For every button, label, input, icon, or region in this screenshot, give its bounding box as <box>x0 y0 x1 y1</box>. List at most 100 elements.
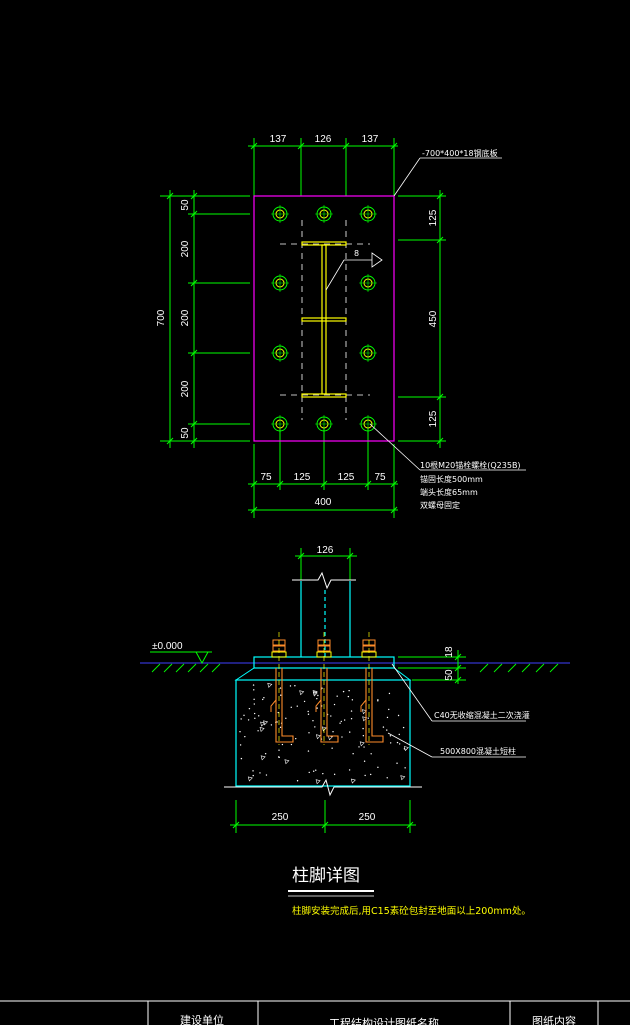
hatch-dot <box>316 707 318 709</box>
column-elevation <box>300 581 351 657</box>
elevation-marker <box>150 651 212 665</box>
hatch-dot <box>278 749 280 751</box>
anchor-rod <box>360 632 384 745</box>
hatch-dot <box>330 715 332 717</box>
anchor-bolt <box>271 274 289 292</box>
anchor-hook <box>275 668 294 743</box>
plan-view: 137 126 137 50 200 200 200 50 700 <box>156 134 526 518</box>
aggregate-mark <box>267 682 273 688</box>
plan-right-dimensions <box>398 190 446 448</box>
hatch-dot <box>252 684 255 686</box>
anchor-bolt <box>315 205 333 223</box>
plan-right-dim-3: 125 <box>428 410 439 427</box>
aggregate-mark <box>260 755 266 761</box>
callout-concrete: C40无收缩混凝土二次浇灌 <box>434 710 530 720</box>
aggregate-mark <box>315 734 321 740</box>
plate-label-leader <box>393 157 502 197</box>
hatch-dot <box>303 700 306 703</box>
hatch-dot <box>253 689 255 691</box>
aggregate-mark <box>361 709 367 715</box>
plan-top-dim-3: 137 <box>362 134 379 145</box>
hatch-dot <box>397 714 400 717</box>
hatch-dot <box>296 780 299 782</box>
hatch-dot <box>277 711 279 714</box>
bolt-note-line-3: 端头长度65mm <box>420 487 478 497</box>
plan-left-dim-4: 200 <box>180 380 191 397</box>
hatch-dot <box>402 726 405 729</box>
plan-left-dimensions <box>160 190 250 448</box>
section-view: 126 ±0.000 <box>140 545 570 833</box>
hatch-dot <box>276 721 278 723</box>
hatch-dot <box>253 712 256 715</box>
hatch-dot <box>321 687 323 689</box>
hatch-dot <box>259 772 261 774</box>
hatch-dot <box>333 703 336 706</box>
hatch-dot <box>281 743 284 746</box>
section-right-dim-1: 18 <box>444 646 455 658</box>
hatch-dot <box>264 753 267 755</box>
aggregate-mark <box>321 726 327 732</box>
hatch-dot <box>347 695 350 698</box>
hatch-dot <box>403 748 406 750</box>
plan-bottom-dim-3: 125 <box>338 472 355 483</box>
hatch-dot <box>342 690 345 693</box>
hatch-dot <box>317 694 319 697</box>
hatch-dot <box>295 737 297 740</box>
anchor-bolt <box>359 344 377 362</box>
aggregate-mark <box>260 721 266 727</box>
hatch-dot <box>315 769 317 771</box>
plan-left-dim-5: 50 <box>180 427 191 439</box>
bolt-note-line-2: 锚固长度500mm <box>420 474 483 484</box>
hatch-dot <box>349 731 351 733</box>
hatch-dot <box>280 694 282 696</box>
section-top-dimension <box>295 548 357 580</box>
hatch-dot <box>340 720 342 723</box>
concrete-pier <box>235 679 411 787</box>
drawing-footnote: 柱脚安装完成后,用C15素砼包封至地面以上200mm处。 <box>292 905 531 917</box>
hatch-dot <box>277 756 280 758</box>
elevation-label: ±0.000 <box>152 641 183 652</box>
hatch-dot <box>253 703 255 705</box>
hatch-dot <box>339 722 341 724</box>
title-block-cell-3: 图纸内容 <box>532 1014 576 1025</box>
hatch-dot <box>348 689 350 692</box>
hatch-dot <box>252 770 254 772</box>
hatch-dot <box>370 753 372 755</box>
plan-top-dimensions <box>248 138 398 196</box>
hatch-dot <box>377 700 379 702</box>
title-block-cell-1: 建设单位 <box>180 1013 224 1025</box>
anchor-rod <box>270 632 294 745</box>
hatch-dot <box>350 710 353 712</box>
aggregate-mark <box>247 776 253 782</box>
plan-right-dim-2: 450 <box>428 310 439 327</box>
plan-bottom-total: 400 <box>315 497 332 508</box>
anchor-plate-bent <box>270 699 277 712</box>
hatch-dot <box>312 720 314 722</box>
aggregate-mark <box>350 778 356 784</box>
hatch-dot <box>341 736 343 738</box>
concrete-hatch <box>239 682 409 785</box>
hatch-dot <box>363 746 365 748</box>
h-column-section <box>301 241 347 398</box>
hatch-dot <box>244 735 246 738</box>
aggregate-mark <box>299 690 305 696</box>
plan-top-dim-2: 126 <box>315 134 332 145</box>
hatch-dot <box>257 730 259 732</box>
hatch-dot <box>248 707 251 710</box>
hatch-dot <box>362 727 364 730</box>
plan-bottom-dimensions <box>248 428 398 518</box>
hatch-dot <box>239 744 242 746</box>
section-bottom-dimensions <box>230 800 416 833</box>
hatch-dot <box>308 732 310 734</box>
hatch-dot <box>364 774 366 777</box>
column-break-line <box>292 571 356 590</box>
hatch-dot <box>332 731 334 733</box>
hatch-dot <box>398 743 401 745</box>
hatch-dot <box>388 708 390 711</box>
hatch-dot <box>279 726 282 729</box>
aggregate-mark <box>312 690 318 696</box>
anchor-bolt <box>359 415 377 433</box>
hatch-dot <box>279 687 282 689</box>
hatch-dot <box>396 741 399 744</box>
title-block <box>0 1000 630 1025</box>
